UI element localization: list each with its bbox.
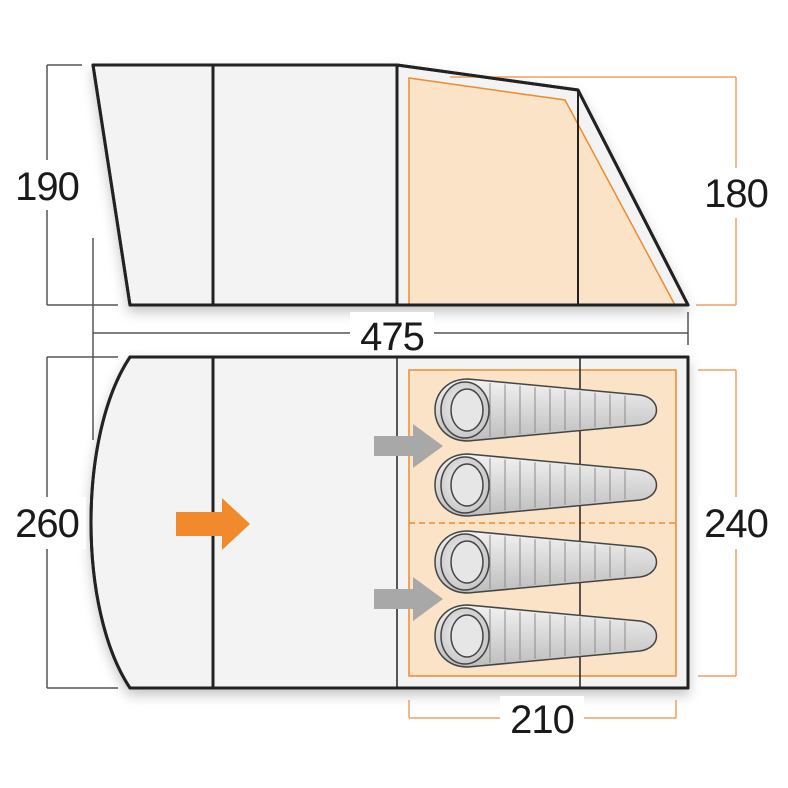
label-side-height-left: 190 xyxy=(15,165,79,209)
entry-arrow-bedroom-upper xyxy=(374,424,443,468)
label-bedroom-length: 210 xyxy=(510,698,574,742)
dimension-side-height-right: 180 xyxy=(696,77,776,306)
side-view-bedroom xyxy=(408,77,677,306)
sleeping-bag xyxy=(434,453,658,517)
side-view xyxy=(91,63,736,307)
dimension-floor-width-right: 240 xyxy=(698,369,776,677)
sleeping-bags xyxy=(434,378,658,668)
dimension-floor-width-left: 260 xyxy=(8,356,118,689)
sleeping-bag xyxy=(434,604,658,668)
entry-arrow-main xyxy=(176,498,250,550)
sleeping-bag xyxy=(434,530,658,594)
dimension-bedroom-length: 210 xyxy=(408,696,677,742)
dimension-side-height-left: 190 xyxy=(8,64,118,306)
sleeping-bag xyxy=(434,378,658,442)
label-total-length: 475 xyxy=(360,315,424,359)
label-floor-width-left: 260 xyxy=(15,502,79,546)
label-floor-width-right: 240 xyxy=(704,502,768,546)
dimension-total-length: 475 xyxy=(92,238,689,440)
label-side-height-right: 180 xyxy=(704,172,768,216)
entry-arrow-bedroom-lower xyxy=(374,577,443,621)
